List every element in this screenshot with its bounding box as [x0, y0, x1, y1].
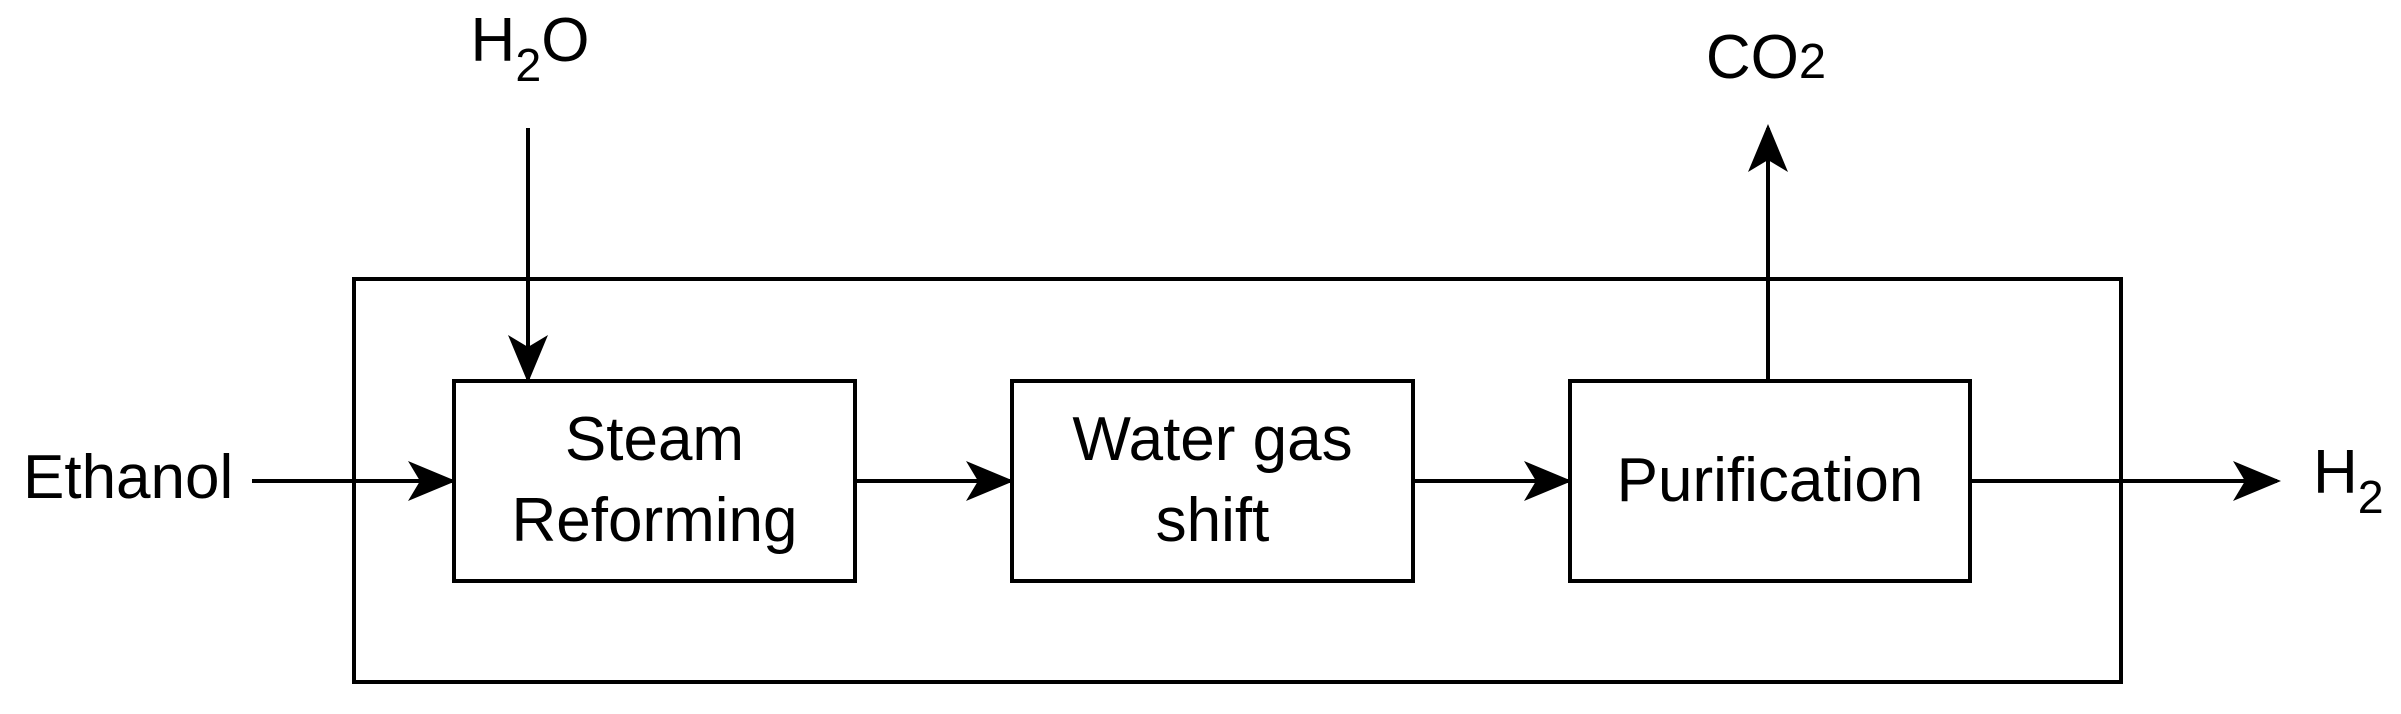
ethanol-input-label: Ethanol [23, 443, 234, 512]
h2-output-label: H2 [2313, 438, 2384, 523]
node-steam-reforming-label: Steam Reforming [511, 405, 798, 555]
node-water-gas-shift-label: Water gas shift [1072, 405, 1353, 555]
system-boundary-rect [352, 277, 2123, 684]
h2-subscript: 2 [2357, 470, 2384, 523]
h2o-input-label: H2O [470, 6, 590, 91]
node-steam-reforming: Steam Reforming [452, 379, 857, 583]
node-purification-label: Purification [1616, 445, 1924, 515]
node-water-gas-shift: Water gas shift [1010, 379, 1415, 583]
h2o-subscript: 2 [515, 38, 542, 91]
node-purification: Purification [1568, 379, 1972, 583]
co2-output-label: CO2 [1705, 23, 1827, 92]
co2-number: 2 [1798, 35, 1827, 89]
